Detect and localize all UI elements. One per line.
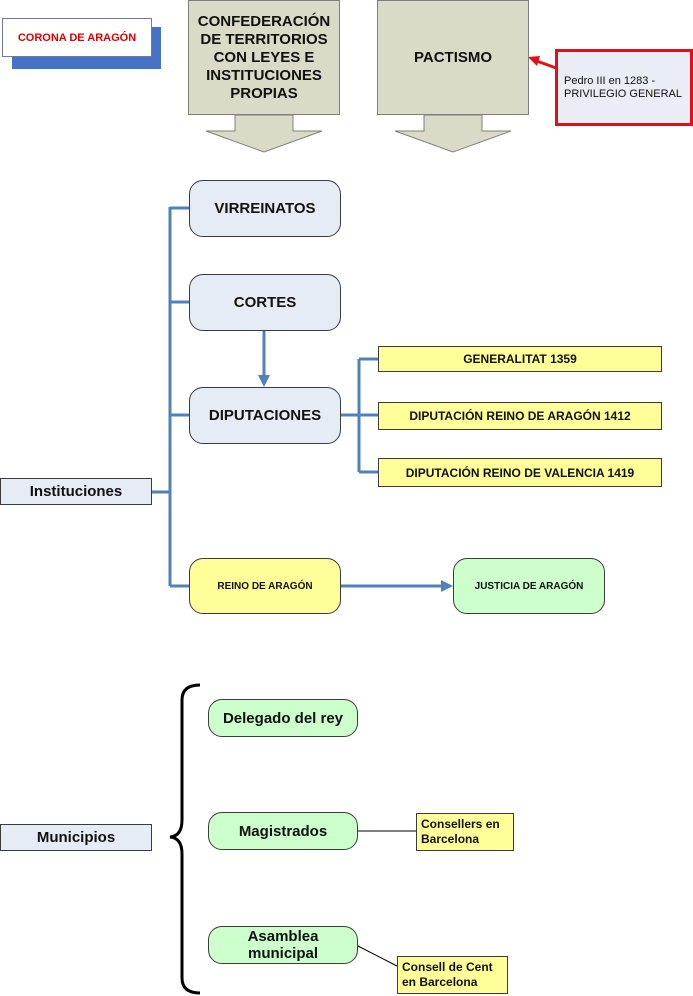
consell-cent-text: Consell de Cent en Barcelona — [402, 960, 493, 989]
virreinatos-text: VIRREINATOS — [214, 200, 316, 217]
delegado-text: Delegado del rey — [222, 709, 344, 727]
pactismo-arrow — [394, 114, 512, 153]
consellers-note: Consellers en Barcelona — [416, 813, 514, 851]
instituciones-label-box: Instituciones — [0, 478, 152, 505]
confederacion-text: CONFEDERACIÓN DE TERRITORIOS CON LEYES E… — [197, 12, 331, 102]
diputacion-aragon-text: DIPUTACIÓN REINO DE ARAGÓN 1412 — [409, 409, 631, 423]
callout-text: Pedro III en 1283 - PRIVILEGIO GENERAL — [564, 74, 682, 100]
cortes-text: CORTES — [233, 294, 297, 311]
diputaciones-box: DIPUTACIONES — [189, 387, 341, 444]
callout-arrow-head — [528, 56, 540, 66]
generalitat-box: GENERALITAT 1359 — [378, 346, 662, 372]
diputaciones-text: DIPUTACIONES — [208, 407, 322, 424]
virreinatos-box: VIRREINATOS — [189, 180, 341, 237]
reino-arrow-head — [441, 580, 453, 592]
confederacion-arrow — [205, 114, 323, 153]
delegado-box: Delegado del rey — [208, 699, 358, 737]
cortes-box: CORTES — [189, 274, 341, 331]
generalitat-text: GENERALITAT 1359 — [463, 352, 577, 366]
consell-cent-note: Consell de Cent en Barcelona — [397, 956, 508, 994]
magistrados-box: Magistrados — [208, 812, 358, 850]
title-box: CORONA DE ARAGÓN — [2, 18, 152, 57]
pactismo-text: PACTISMO — [413, 49, 493, 66]
reino-aragon-box: REINO DE ARAGÓN — [189, 558, 341, 614]
consellers-text: Consellers en Barcelona — [421, 817, 500, 846]
cortes-arrow-head — [258, 375, 270, 387]
municipios-brace — [169, 683, 201, 995]
diputacion-aragon-box: DIPUTACIÓN REINO DE ARAGÓN 1412 — [378, 402, 662, 430]
magistrados-text: Magistrados — [238, 822, 328, 840]
confederacion-box: CONFEDERACIÓN DE TERRITORIOS CON LEYES E… — [188, 0, 340, 115]
asamblea-box: Asamblea municipal — [208, 926, 358, 964]
justicia-aragon-text: JUSTICIA DE ARAGÓN — [474, 580, 584, 592]
diputacion-valencia-box: DIPUTACIÓN REINO DE VALENCIA 1419 — [378, 458, 662, 487]
pactismo-box: PACTISMO — [377, 0, 529, 115]
diputacion-valencia-text: DIPUTACIÓN REINO DE VALENCIA 1419 — [405, 465, 635, 480]
reino-aragon-text: REINO DE ARAGÓN — [217, 580, 313, 592]
municipios-label-box: Municipios — [0, 824, 152, 851]
municipios-label: Municipios — [36, 829, 116, 846]
title-text: CORONA DE ARAGÓN — [17, 31, 137, 44]
asamblea-text: Asamblea municipal — [247, 928, 319, 962]
justicia-aragon-box: JUSTICIA DE ARAGÓN — [453, 558, 605, 614]
callout-box: Pedro III en 1283 - PRIVILEGIO GENERAL — [555, 49, 693, 126]
instituciones-label: Instituciones — [29, 483, 123, 500]
